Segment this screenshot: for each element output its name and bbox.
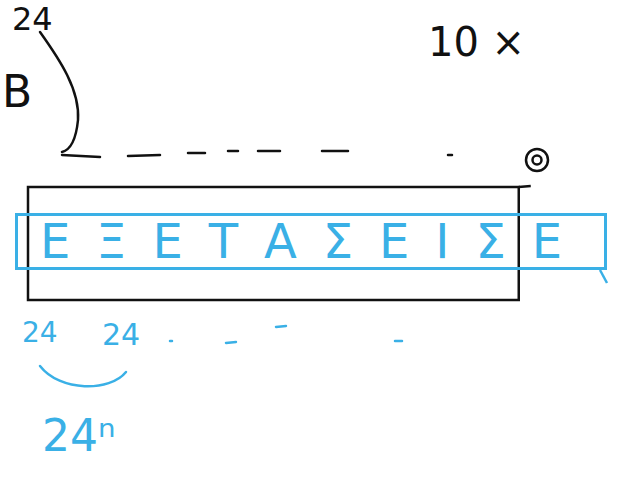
ellipsis-dashes (170, 326, 402, 343)
outline-tail (519, 186, 531, 187)
text-band: ΕΞΕΤΑΣΕΙΣΕ (15, 213, 607, 270)
circle-mark (526, 149, 548, 171)
band-letters: ΕΞΕΤΑΣΕΙΣΕ (18, 216, 588, 267)
band-tail (600, 270, 607, 283)
circle-dot (533, 156, 542, 165)
dashed-line (62, 151, 452, 157)
handwritten-label: 24 (102, 318, 140, 351)
handwritten-label: 10 × (428, 20, 525, 64)
handwritten-label: B (2, 68, 32, 116)
bracket-arc (40, 366, 126, 386)
handwritten-label: 24 (22, 318, 58, 349)
handwritten-label: 24ⁿ (42, 412, 116, 460)
leader-curve (40, 32, 78, 152)
handwritten-label: 24 (12, 2, 53, 37)
